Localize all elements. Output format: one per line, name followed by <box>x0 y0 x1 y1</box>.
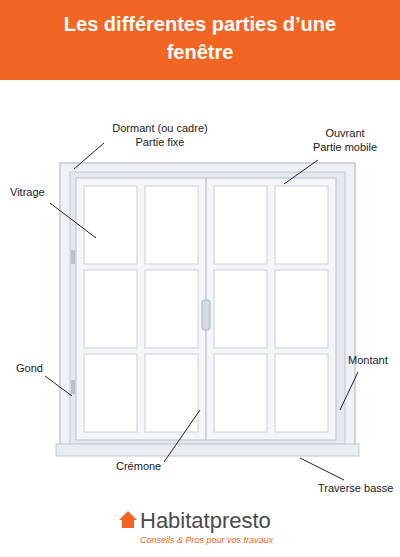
part-label: Partie fixe <box>136 136 185 149</box>
logo-house <box>119 511 137 528</box>
glass-pane <box>84 186 137 264</box>
glass-pane <box>84 270 137 348</box>
header-band <box>0 0 400 80</box>
logo-tagline: Conseils & Pros pour vos travaux <box>140 535 273 546</box>
title: Les différentes parties d’une fenêtre <box>30 10 370 66</box>
glass-pane <box>84 354 137 432</box>
part-label: Dormant (ou cadre) <box>112 122 207 135</box>
glass-pane <box>214 270 267 348</box>
glass-pane <box>214 354 267 432</box>
part-label: Ouvrant <box>325 127 364 140</box>
logo-text: Habitatpresto <box>140 508 271 534</box>
part-label: Partie mobile <box>313 141 377 154</box>
part-label: Gond <box>16 362 43 375</box>
part-label: Vitrage <box>10 186 45 199</box>
glass-pane <box>214 186 267 264</box>
glass-pane <box>275 270 328 348</box>
glass-pane <box>145 186 198 264</box>
part-label: Crémone <box>116 460 161 473</box>
glass-pane <box>275 186 328 264</box>
glass-pane <box>145 354 198 432</box>
part-label: Traverse basse <box>318 482 393 495</box>
part-label: Montant <box>348 354 388 367</box>
glass-pane <box>275 354 328 432</box>
glass-pane <box>145 270 198 348</box>
